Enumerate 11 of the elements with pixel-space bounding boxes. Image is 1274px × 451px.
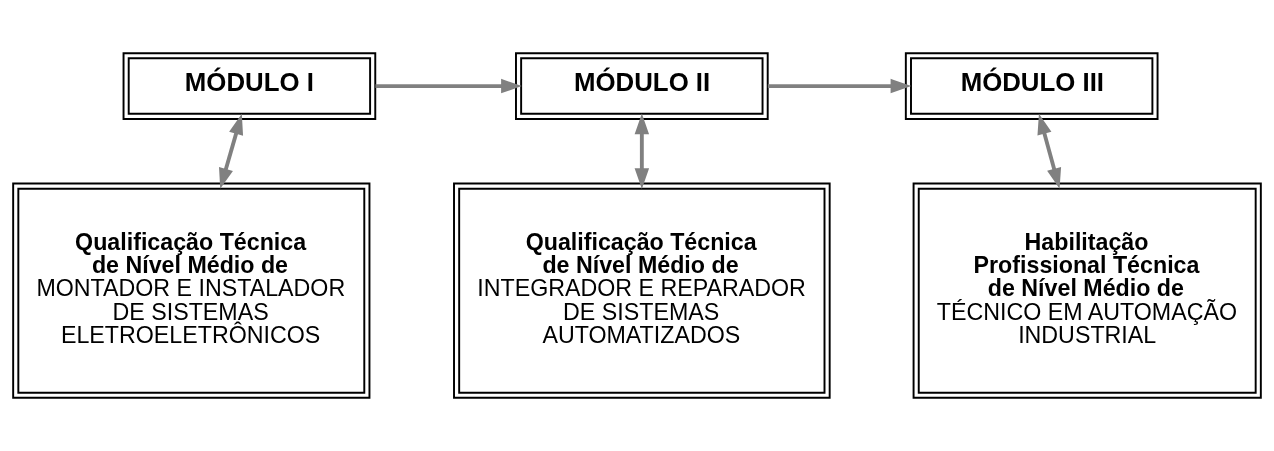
- node-box: MÓDULO II: [515, 52, 769, 120]
- arrow: [634, 113, 650, 190]
- node-box: MÓDULO III: [904, 52, 1159, 120]
- arrow: [219, 113, 244, 189]
- arrow: [375, 78, 522, 94]
- arrow: [1037, 113, 1062, 189]
- node-box: Qualificação Técnica de Nível Médio de MONTADOR E INSTALADOR DE SISTEMAS ELETROELETRÔNICOS: [12, 182, 371, 399]
- node-box: MÓDULO I: [122, 52, 377, 120]
- node-box: Qualificação Técnica de Nível Médio de INTEGRADOR E REPARADOR DE SISTEMAS AUTOMATIZADOS: [453, 182, 831, 399]
- node-box: Habilitação Profissional Técnica de Nível Médio de TÉCNICO EM AUTOMAÇÃO INDUSTRIAL: [912, 182, 1262, 399]
- arrow: [767, 78, 912, 94]
